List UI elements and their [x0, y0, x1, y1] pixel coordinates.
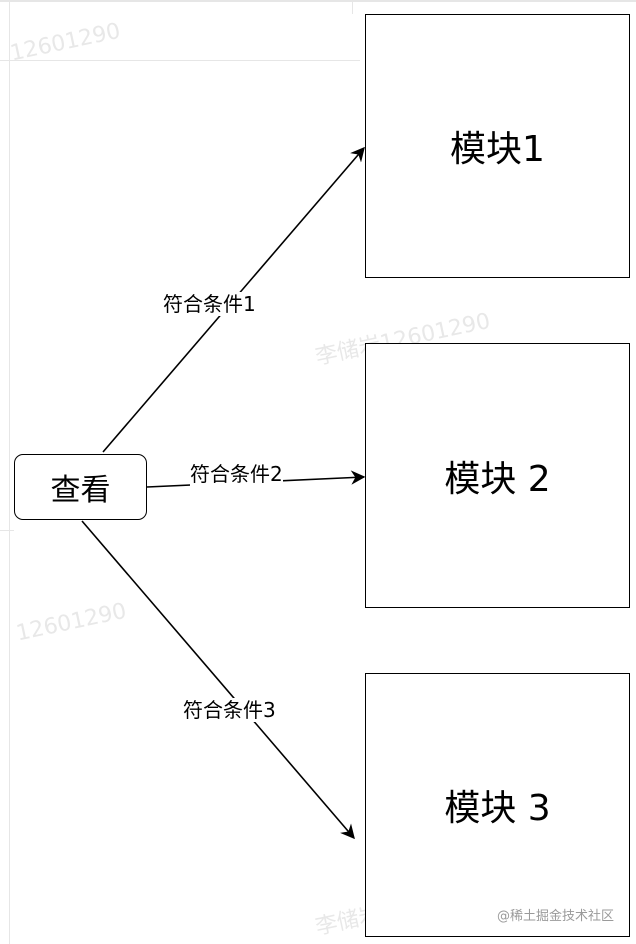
- module-box-2[interactable]: 模块 2: [365, 343, 630, 608]
- edge-label-2: 符合条件2: [190, 462, 283, 486]
- brand-watermark: @稀土掘金技术社区: [496, 909, 614, 924]
- edge-arrow-3: [81, 520, 355, 840]
- module-label-2: 模块 2: [444, 458, 551, 500]
- module-box-3[interactable]: 模块 3: [365, 673, 630, 937]
- grid-line: [0, 530, 14, 531]
- module-box-1[interactable]: 模块1: [365, 14, 630, 278]
- source-node-label: 查看: [50, 473, 111, 508]
- edge-label-3: 符合条件3: [183, 698, 276, 722]
- module-label-1: 模块1: [450, 129, 545, 170]
- source-node-view[interactable]: 查看: [14, 454, 147, 520]
- module-label-3: 模块 3: [444, 788, 551, 829]
- edge-label-1: 符合条件1: [163, 292, 256, 316]
- grid-line: [0, 60, 360, 61]
- grid-line: [0, 0, 636, 2]
- grid-line: [352, 0, 353, 14]
- grid-line: [9, 0, 10, 944]
